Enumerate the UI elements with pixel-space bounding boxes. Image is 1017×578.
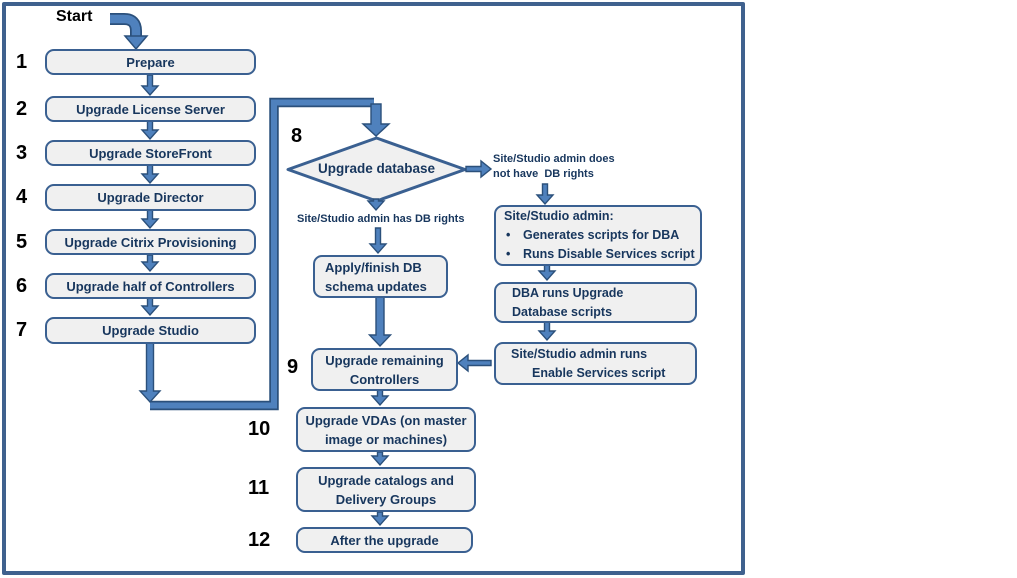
step-box-upgrade-vdas: Upgrade VDAs (on master image or machine…	[296, 407, 476, 452]
step-number-7: 7	[16, 319, 28, 341]
flow-arrow	[370, 511, 390, 527]
step-box-studio: Upgrade Studio	[45, 317, 256, 344]
admin-scripts-bullet-1: • Generates scripts for DBA	[496, 226, 700, 245]
apply-db-schema-box: Apply/finish DB schema updates	[313, 255, 448, 298]
step-number-4: 4	[16, 186, 28, 208]
step-box-catalogs-delivery: Upgrade catalogs and Delivery Groups	[296, 467, 476, 512]
step-number-12: 12	[248, 529, 271, 551]
step-box-half-controllers: Upgrade half of Controllers	[45, 273, 256, 299]
flow-arrow	[367, 296, 393, 348]
enable-services-line1: Site/Studio admin runs	[511, 346, 648, 361]
decision-diamond-shape	[286, 136, 467, 203]
admin-scripts-bullet-2: • Runs Disable Services script	[496, 245, 700, 264]
enable-services-line2: Enable Services script	[532, 365, 666, 380]
flow-arrow	[140, 209, 160, 230]
dba-runs-scripts-box: DBA runs Upgrade Database scripts	[494, 282, 697, 323]
branch-no-rights-label: Site/Studio admin does not have DB right…	[493, 153, 615, 180]
admin-scripts-box: Site/Studio admin: • Generates scripts f…	[494, 205, 702, 266]
admin-scripts-bullet-1-text: Generates scripts for DBA	[523, 228, 680, 242]
flow-arrow	[456, 353, 492, 373]
step-box-prepare: Prepare	[45, 49, 256, 75]
flow-arrow	[465, 159, 493, 179]
bullet-icon: •	[506, 228, 511, 242]
step-box-director: Upgrade Director	[45, 184, 256, 211]
step-number-1: 1	[16, 51, 28, 73]
step-box-remaining-controllers: Upgrade remaining Controllers	[311, 348, 458, 391]
step-number-11: 11	[248, 477, 270, 499]
diagram-border	[2, 2, 745, 575]
flow-arrow	[368, 227, 388, 255]
step-box-storefront: Upgrade StoreFront	[45, 140, 256, 166]
enable-services-box: Site/Studio admin runs Enable Services s…	[494, 342, 697, 385]
start-label: Start	[56, 8, 93, 25]
flow-arrow	[537, 321, 557, 342]
step-box-after-upgrade: After the upgrade	[296, 527, 473, 553]
step-number-5: 5	[16, 231, 28, 253]
admin-scripts-title: Site/Studio admin:	[504, 209, 614, 223]
step-number-2: 2	[16, 98, 28, 120]
decision-label: Upgrade database	[317, 161, 436, 176]
step-number-8: 8	[291, 125, 303, 147]
step-number-6: 6	[16, 275, 28, 297]
flow-arrow	[140, 120, 160, 141]
flow-arrow	[370, 451, 390, 467]
flow-arrow	[140, 297, 160, 317]
bullet-icon: •	[506, 247, 511, 261]
flow-arrow	[140, 164, 160, 185]
step-number-3: 3	[16, 142, 28, 164]
return-connector-line	[150, 99, 374, 409]
flow-arrow	[140, 254, 160, 273]
flow-arrow	[140, 74, 160, 97]
branch-has-rights-label: Site/Studio admin has DB rights	[297, 213, 465, 225]
step-number-9: 9	[287, 356, 299, 378]
flow-arrow	[138, 342, 162, 404]
start-arrow-head	[123, 35, 149, 51]
flow-arrow	[366, 198, 386, 212]
flow-arrow	[370, 389, 390, 407]
step-box-license-server: Upgrade License Server	[45, 96, 256, 122]
step-box-citrix-provisioning: Upgrade Citrix Provisioning	[45, 229, 256, 255]
admin-scripts-bullet-2-text: Runs Disable Services script	[523, 247, 695, 261]
flow-arrow	[537, 263, 557, 282]
flow-arrow	[361, 103, 391, 137]
start-arrow	[110, 14, 141, 37]
step-number-10: 10	[248, 418, 271, 440]
flow-arrow	[535, 183, 555, 206]
